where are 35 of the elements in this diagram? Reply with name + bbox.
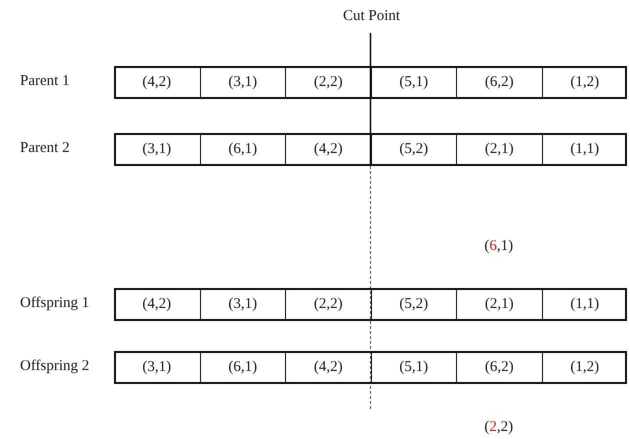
- row-label: Parent 1: [20, 73, 70, 90]
- gene-value: (1,2): [570, 359, 600, 376]
- gene-value: (1,1): [570, 141, 600, 158]
- gene-value: (5,1): [399, 359, 428, 376]
- swapped-gene-value: (2,2): [484, 419, 514, 436]
- chromosome-bar: [114, 351, 627, 384]
- row-label: Offspring 1: [20, 295, 90, 312]
- gene-value: (5,2): [399, 141, 428, 158]
- gene-value: (5,1): [399, 74, 428, 91]
- row-label: Offspring 2: [20, 358, 90, 375]
- swapped-gene-value: (6,1): [484, 238, 514, 255]
- chromosome-bar: [114, 288, 627, 321]
- gene-value: (1,2): [570, 74, 600, 91]
- gene-value: (6,2): [484, 74, 514, 91]
- cut-point-label: Cut Point: [342, 8, 400, 25]
- gene-value: (5,2): [399, 296, 428, 313]
- chromosome-bar: [114, 66, 627, 99]
- gene-value: (2,2): [314, 74, 343, 91]
- row-label: Parent 2: [20, 140, 70, 157]
- gene-value: (4,2): [314, 359, 343, 376]
- gene-value: (2,2): [314, 296, 343, 313]
- gene-value: (4,2): [142, 296, 172, 313]
- gene-value: (2,1): [484, 296, 514, 313]
- gene-value: (4,2): [142, 74, 172, 91]
- gene-value: (6,1): [228, 141, 258, 158]
- gene-value: (6,2): [484, 359, 514, 376]
- gene-value: (4,2): [314, 141, 343, 158]
- gene-value: (3,1): [228, 74, 258, 91]
- gene-value: (3,1): [142, 359, 172, 376]
- gene-value: (3,1): [228, 296, 258, 313]
- gene-value: (6,1): [228, 359, 258, 376]
- chromosome-bar: [114, 133, 627, 166]
- gene-value: (2,1): [484, 141, 514, 158]
- gene-value: (3,1): [142, 141, 172, 158]
- gene-value: (1,1): [570, 296, 600, 313]
